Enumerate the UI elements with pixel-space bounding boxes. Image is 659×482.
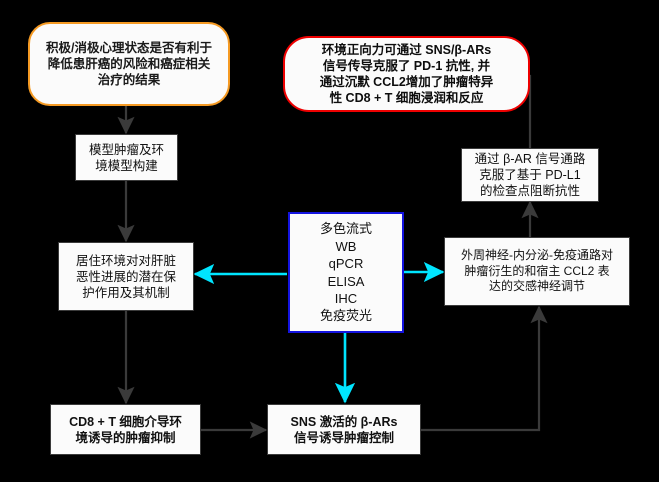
environment-protective-effect-node[interactable]: 居住环境对对肝脏恶性进展的潜在保护作用及其机制 (58, 242, 194, 311)
neuro-endocrine-immune-node[interactable]: 外周神经-内分泌-免疫通路对肿瘤衍生的和宿主 CCL2 表达的交感神经调节 (444, 237, 630, 306)
edge-sns-to-neuro (421, 305, 548, 432)
research-question-text: 积极/消极心理状态是否有利于降低患肝癌的风险和癌症相关治疗的结果 (46, 41, 212, 87)
cd8-mediated-tumor-suppression-node[interactable]: CD8 + T 细胞介导环境诱导的肿瘤抑制 (50, 404, 201, 455)
cd8-mediated-tumor-suppression-text: CD8 + T 细胞介导环境诱导的肿瘤抑制 (69, 414, 182, 445)
model-construction-node[interactable]: 模型肿瘤及环境模型构建 (75, 134, 178, 181)
environment-protective-effect-text: 居住环境对对肝脏恶性进展的潜在保护作用及其机制 (75, 253, 176, 300)
neuro-endocrine-immune-text: 外周神经-内分泌-免疫通路对肿瘤衍生的和宿主 CCL2 表达的交感神经调节 (461, 248, 613, 294)
research-question-node[interactable]: 积极/消极心理状态是否有利于降低患肝癌的风险和癌症相关治疗的结果 (28, 22, 230, 106)
model-construction-text: 模型肿瘤及环境模型构建 (88, 142, 164, 173)
